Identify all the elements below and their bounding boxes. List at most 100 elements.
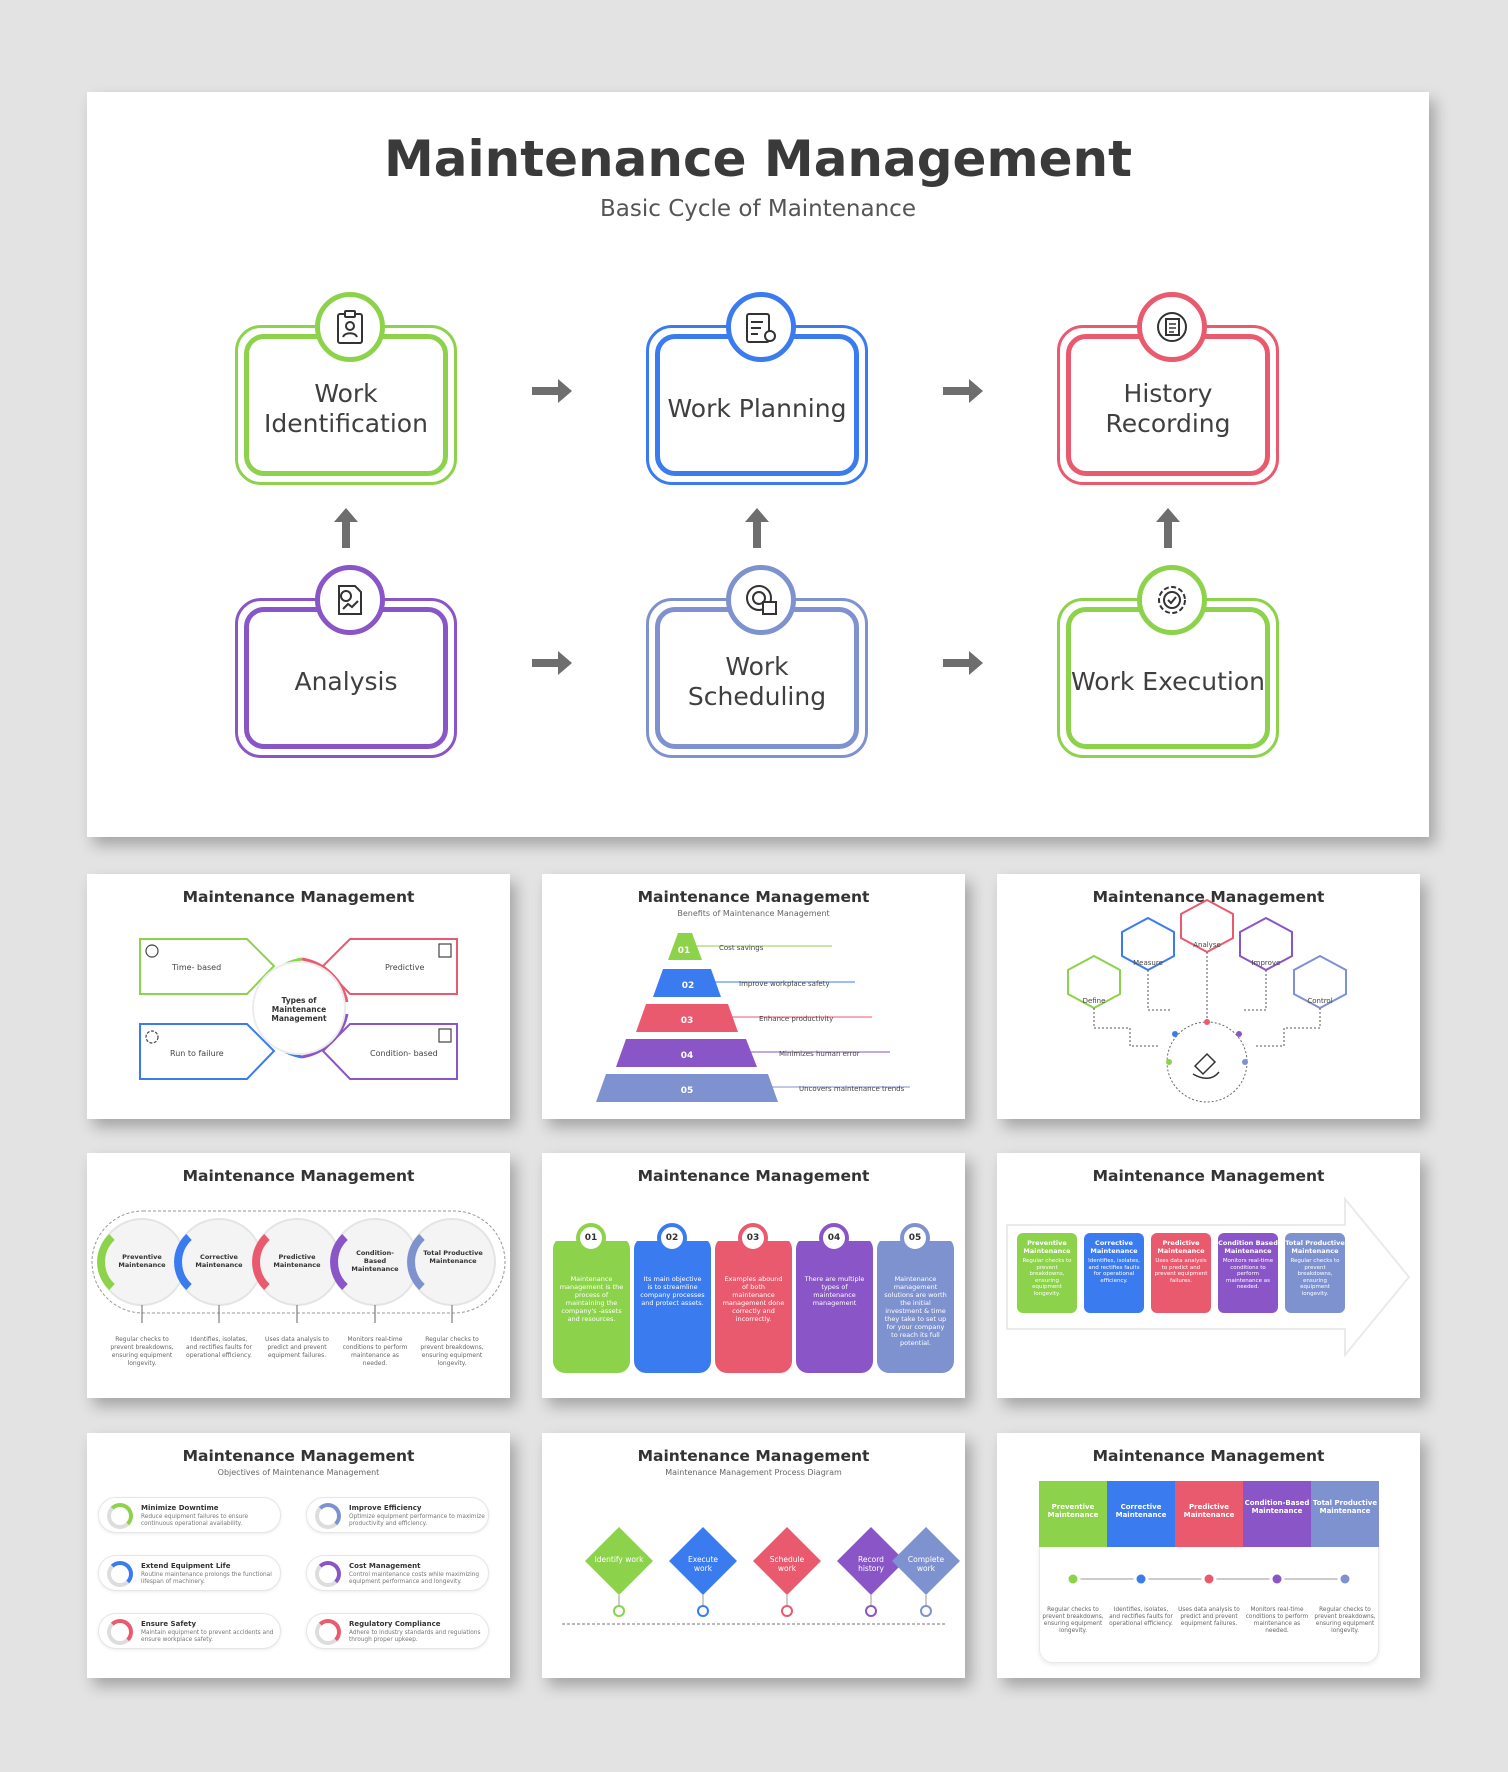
main-title: Maintenance Management — [384, 130, 1132, 188]
thumb-title: Maintenance Management — [637, 1167, 870, 1185]
pyramid-level-text: Enhance productivity — [759, 1015, 834, 1023]
hex-label: Measure — [1133, 959, 1163, 967]
objective-head: Cost Management — [349, 1562, 421, 1570]
thumb-types[interactable]: Maintenance Management Types of Maintena… — [87, 874, 510, 1119]
arrow-right-icon — [532, 651, 572, 675]
circle-label: Predictive Maintenance — [273, 1253, 321, 1269]
pyramid-level-number: 01 — [677, 946, 691, 956]
pyramid-level-number: 04 — [680, 1051, 694, 1061]
clipboard-id-icon — [315, 292, 385, 362]
coin-icon — [315, 1561, 341, 1587]
history-document-icon — [1137, 292, 1207, 362]
column-card: Examples abound of both maintenance mana… — [715, 1237, 792, 1373]
card-work-scheduling: Work Scheduling — [646, 598, 868, 758]
objective-head: Improve Efficiency — [349, 1504, 422, 1512]
objective-head: Extend Equipment Life — [141, 1562, 231, 1570]
pill-text: Identifies, isolates, and rectifies faul… — [1088, 1258, 1140, 1284]
table-header: Corrective Maintenance — [1107, 1481, 1175, 1547]
checklist-gear-icon — [726, 292, 796, 362]
pyramid-chart — [596, 933, 910, 1102]
timeline-line — [1063, 1547, 1355, 1587]
thumb-dmaic[interactable]: Maintenance Management Define Measure An… — [997, 874, 1420, 1119]
chart-document-icon — [315, 565, 385, 635]
diamond-diagram — [562, 1527, 960, 1625]
diamond-label: Record history — [858, 1555, 884, 1573]
pill-head: Preventive Maintenance — [1023, 1239, 1071, 1255]
column-number: 01 — [576, 1223, 606, 1253]
thumb-subtitle: Objectives of Maintenance Management — [217, 1468, 380, 1477]
circle-desc: Uses data analysis to predict and preven… — [265, 1336, 329, 1359]
type-label: Run to failure — [170, 1049, 224, 1058]
arrow-up-icon — [1156, 508, 1180, 548]
gear-icon — [107, 1561, 133, 1587]
types-center-label: Types of Maintenance Management — [271, 996, 327, 1023]
table-header: Preventive Maintenance — [1039, 1481, 1107, 1547]
objective-text: Optimize equipment performance to maximi… — [349, 1514, 485, 1527]
hex-label: Control — [1307, 997, 1333, 1005]
circles-diagram — [91, 1210, 506, 1323]
gear-check-icon — [1137, 565, 1207, 635]
arrow-up-icon — [745, 508, 769, 548]
type-label: Time- based — [172, 963, 222, 972]
main-slide: Maintenance Management Basic Cycle of Ma… — [87, 92, 1429, 837]
objective-head: Ensure Safety — [141, 1620, 197, 1628]
diamond-label: Identify work — [594, 1555, 644, 1564]
pyramid-level-number: 05 — [680, 1086, 694, 1096]
column-text: Examples abound of both maintenance mana… — [722, 1275, 785, 1323]
column-number: 03 — [738, 1223, 768, 1253]
card-history-recording: History Recording — [1057, 325, 1279, 485]
pyramid-level-text: Cost savings — [719, 944, 764, 952]
pyramid-level-number: 02 — [681, 981, 695, 991]
column-text: There are multiple types of maintenance … — [804, 1275, 865, 1307]
pill-head: Total Productive Maintenance — [1285, 1239, 1345, 1255]
thumb-benefits[interactable]: Maintenance Management Benefits of Maint… — [542, 874, 965, 1119]
pill-text: Regular checks to prevent breakdowns, en… — [1290, 1258, 1340, 1297]
thumb-columns[interactable]: Maintenance Management Maintenance manag… — [542, 1153, 965, 1398]
timeline-desc: Regular checks to prevent breakdowns, en… — [1042, 1607, 1104, 1634]
column-number: 05 — [900, 1223, 930, 1253]
chart-icon — [315, 1503, 341, 1529]
column-number: 02 — [657, 1223, 687, 1253]
card-label: Work Identification — [244, 334, 448, 476]
pill-text: Monitors real-time conditions to perform… — [1222, 1258, 1274, 1290]
diamond-label: Execute work — [688, 1555, 718, 1573]
objective-text: Maintain equipment to prevent accidents … — [141, 1630, 274, 1643]
pill-head: Predictive Maintenance — [1157, 1239, 1205, 1255]
column-card: Maintenance management solutions are wor… — [877, 1237, 954, 1373]
thumb-title: Maintenance Management — [637, 888, 870, 906]
objective-text: Routine maintenance prolongs the functio… — [141, 1572, 272, 1585]
thumb-process-diagram[interactable]: Maintenance Management Maintenance Manag… — [542, 1433, 965, 1678]
thumb-subtitle: Maintenance Management Process Diagram — [665, 1468, 842, 1477]
thumb-title: Maintenance Management — [1092, 888, 1325, 906]
thumb-title: Maintenance Management — [1092, 1447, 1325, 1465]
column-card: Maintenance management is the process of… — [553, 1237, 630, 1373]
diamond-label: Complete work — [907, 1555, 945, 1573]
card-label: Work Scheduling — [655, 607, 859, 749]
thumb-timeline-table[interactable]: Maintenance Management Preventive Mainte… — [997, 1433, 1420, 1678]
thumb-title: Maintenance Management — [182, 1447, 415, 1465]
objective-head: Minimize Downtime — [141, 1504, 219, 1512]
thumb-objectives[interactable]: Maintenance Management Objectives of Mai… — [87, 1433, 510, 1678]
card-work-identification: Work Identification — [235, 325, 457, 485]
table-header: Condition-Based Maintenance — [1243, 1481, 1311, 1547]
main-subtitle: Basic Cycle of Maintenance — [600, 196, 916, 222]
thumb-title: Maintenance Management — [182, 888, 415, 906]
column-text: Maintenance management is the process of… — [559, 1275, 624, 1323]
thumb-title: Maintenance Management — [1092, 1167, 1325, 1185]
timeline-desc: Identifies, isolates, and rectifies faul… — [1109, 1607, 1173, 1627]
thumb-maintenance-types[interactable]: Maintenance Management Preventive Mainte… — [87, 1153, 510, 1398]
pill-text: Regular checks to prevent breakdowns, en… — [1022, 1258, 1072, 1297]
column-number: 04 — [819, 1223, 849, 1253]
circle-desc: Identifies, isolates, and rectifies faul… — [186, 1336, 252, 1359]
hexagon-diagram — [1067, 898, 1347, 1103]
thumb-arrow-pills[interactable]: Maintenance Management Preventive Mainte… — [997, 1153, 1420, 1398]
circle-label: Total Productive Maintenance — [423, 1249, 483, 1265]
column-card: Its main objective is to streamline comp… — [634, 1237, 711, 1373]
